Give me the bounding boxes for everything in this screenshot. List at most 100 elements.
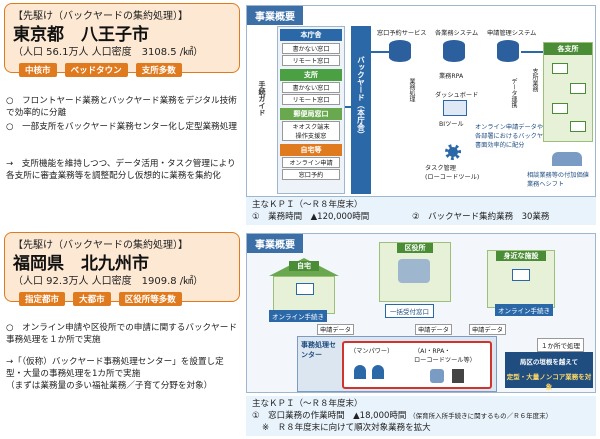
fukuoka-kpi-2: ※ Ｒ８年度末に向けて順次対象業務を拡大: [262, 423, 431, 433]
db-business-icon: [443, 40, 465, 62]
fukuoka-kpi-1-note: （保育所入所手続きに関するもの／Ｒ６年度末）: [409, 412, 553, 420]
fukuoka-tags: 指定都市 大都市 区役所等多数: [19, 287, 185, 306]
shisho-label: 支所: [280, 69, 342, 81]
kiosk: キオスク端末 操作支援窓: [282, 121, 340, 141]
arrow-front-backyard: [345, 106, 351, 108]
hachioji-kpi: 主なＫＰＩ（～Ｒ８年度末） ① 業務時間 ▲120,000時間 ② バックヤード…: [246, 197, 596, 225]
fukuoka-kpi-title: 主なＫＰＩ（～Ｒ８年度末）: [252, 399, 363, 409]
db-apply-icon: [497, 40, 519, 62]
single-window-badge: 一括受付窓口: [385, 304, 434, 318]
ward-label: 区役所: [397, 243, 433, 253]
center-inner: （マンパワー） （AI・RPA・ ローコードツール等）: [342, 341, 492, 389]
side-label-1: 業務処理: [408, 78, 415, 102]
jitaku-label: 自宅等: [280, 144, 342, 156]
appointment: 窓口予約: [282, 169, 340, 180]
remote-b: リモート窓口: [282, 94, 340, 105]
data-label-1: 申請データ: [317, 324, 354, 335]
window-b: 書かない窓口: [282, 82, 340, 93]
fukuoka-kpi-1: ① 窓口業務の作業時間 ▲18,000時間: [252, 411, 407, 421]
target-label: 定型・大量ノンコア業務を対象: [506, 373, 592, 391]
hachioji-bullet-1: ○ フロントヤード業務とバックヤード業務をデジタル技術で効率的に分離: [6, 96, 237, 118]
arrow-systems-branches: [521, 51, 543, 53]
branch-pc-icon-4: [570, 121, 586, 132]
svc-business: 各業務システム: [435, 30, 479, 37]
fukuoka-kpi: 主なＫＰＩ（～Ｒ８年度末） ① 窓口業務の作業時間 ▲18,000時間 （保育所…: [246, 396, 596, 436]
facility-label: 身近な施設: [496, 251, 546, 261]
tag-shitei: 指定都市: [19, 292, 66, 306]
task-gear-icon: [445, 144, 461, 160]
center-label: 事務処理センター: [301, 341, 336, 359]
backyard-label: バックヤード（本庁舎）: [356, 56, 366, 139]
consult-label: 相談業務等の付加価値 業務へシフト: [527, 172, 589, 188]
tag-chukakushi: 中核市: [19, 63, 57, 77]
data-label-3: 申請データ: [469, 324, 506, 335]
branches-panel: 各支所: [543, 42, 593, 142]
yubin-label: 郵便局窓口: [280, 108, 342, 120]
arrow-backyard-systems: [371, 51, 389, 53]
proc-guide-label: 手続ガイド: [258, 81, 266, 116]
fukuoka-population: （人口 92.3万人 人口密度 1909.8 /㎢）: [13, 276, 204, 287]
fukuoka-bullet-1: ○ オンライン申請や区役所での申請に関するバックヤード事務処理を１か所で実施: [6, 323, 237, 345]
hachioji-kpi-1: ① 業務時間 ▲120,000時間: [252, 212, 370, 222]
db-appt-icon: [389, 40, 411, 62]
svc-apply: 申請管理システム: [487, 30, 537, 37]
hachioji-tags: 中核市 ベッドタウン 支所多数: [19, 58, 185, 77]
staff-icon-1: [354, 365, 366, 379]
workflow-label: 業務RPA: [439, 73, 464, 80]
facility-box: 身近な施設: [487, 250, 555, 308]
branch-pc-icon-2: [570, 83, 586, 94]
home-label: 自宅: [289, 261, 319, 271]
online-apply: オンライン申請: [282, 157, 340, 168]
tag-daitoshi: 大都市: [73, 292, 111, 306]
beyond-box: 局区の垣根を越えて 定型・大量ノンコア業務を対象: [505, 352, 593, 391]
side-label-2: データ連携: [510, 78, 517, 108]
fukuoka-city: 福岡県 北九州市: [13, 254, 149, 274]
hachioji-kpi-2: ② バックヤード集約業務 30業務: [412, 212, 550, 222]
hachioji-kpi-title: 主なＫＰＩ（～Ｒ８年度末）: [252, 200, 363, 210]
fukuoka-arrow-text: →「（仮称）バックヤード事務処理センター」を設置し定型・大量の事務処理を1カ所で…: [6, 357, 224, 391]
task-label: タスク管理 (ローコードツール): [425, 165, 480, 181]
branches-label: 各支所: [544, 43, 592, 55]
remote-a: リモート窓口: [282, 55, 340, 66]
one-place-badge: １か所で処理: [537, 338, 584, 352]
hachioji-diagram-header: 事業概要: [247, 6, 303, 25]
honcho-label: 本庁舎: [280, 29, 342, 41]
manpower-label: （マンパワー）: [350, 348, 394, 355]
hachioji-arrow-text: → 支所機能を維持しつつ、データ活用・タスク管理により各支所に審査業務等を調整配…: [6, 159, 236, 181]
fukuoka-title-box: 【先駆け（バックヤードの集約処理）】 福岡県 北九州市 （人口 92.3万人 人…: [4, 232, 240, 306]
window-a: 書かない窓口: [282, 43, 340, 54]
center-box: 事務処理センター （マンパワー） （AI・RPA・ ローコードツール等）: [297, 336, 497, 392]
hachioji-diagram: 事業概要 手続ガイド 本庁舎 書かない窓口 リモート窓口 支所 書かない窓口 リ…: [246, 5, 596, 197]
ward-box: 区役所: [379, 242, 451, 302]
tools-label: （AI・RPA・ ローコードツール等）: [414, 348, 476, 364]
hachioji-bullet-2: ○ 一部支所をバックヤード業務センター化し定型業務処理: [6, 122, 237, 132]
facility-pc-icon: [512, 269, 530, 281]
svc-appt: 窓口予約サービス: [377, 30, 427, 37]
tag-bedtown: ベッドタウン: [64, 63, 128, 77]
dashboard-icon: [443, 100, 467, 116]
hachioji-city: 東京都 八王子市: [13, 25, 149, 45]
tag-shisho: 支所多数: [135, 63, 182, 77]
backyard-bar: バックヤード（本庁舎）: [351, 26, 371, 194]
robot-icon: [430, 369, 444, 383]
online-note: オンライン申請データや 各部署におけるバックヤード業務を 書面効率的に配分: [475, 124, 574, 149]
ward-staff-icon: [398, 259, 430, 283]
home-box: 自宅: [273, 261, 335, 314]
fukuoka-tagline: 【先駆け（バックヤードの集約処理）】: [13, 240, 188, 251]
tag-kuyakusho: 区役所等多数: [118, 292, 182, 306]
fukuoka-diagram: 事業概要 自宅 オンライン手続き 区役所 一括受付窓口 身近な施設 オンライン手…: [246, 233, 596, 393]
beyond-label: 局区の垣根を越えて: [519, 358, 579, 366]
hachioji-title-box: 【先駆け（バックヤードの集約処理）】 東京都 八王子市 （人口 56.1万人 人…: [4, 3, 240, 77]
front-column: 本庁舎 書かない窓口 リモート窓口 支所 書かない窓口 リモート窓口 郵便局窓口…: [277, 26, 345, 194]
hachioji-tagline: 【先駆け（バックヤードの集約処理）】: [13, 11, 188, 22]
branch-pc-icon-1: [552, 63, 568, 74]
dashboard-label: ダッシュボード: [435, 92, 479, 99]
hachioji-population: （人口 56.1万人 人口密度 3108.5 /㎢）: [13, 47, 204, 58]
online1-badge: オンライン手続き: [269, 310, 327, 322]
home-pc-icon: [296, 283, 314, 295]
fukuoka-diagram-header: 事業概要: [247, 234, 303, 253]
branch-pc-icon-3: [552, 103, 568, 114]
data-label-2: 申請データ: [415, 324, 452, 335]
staff-icon-2: [372, 365, 384, 379]
side-label-3: 支所業務: [531, 68, 538, 92]
